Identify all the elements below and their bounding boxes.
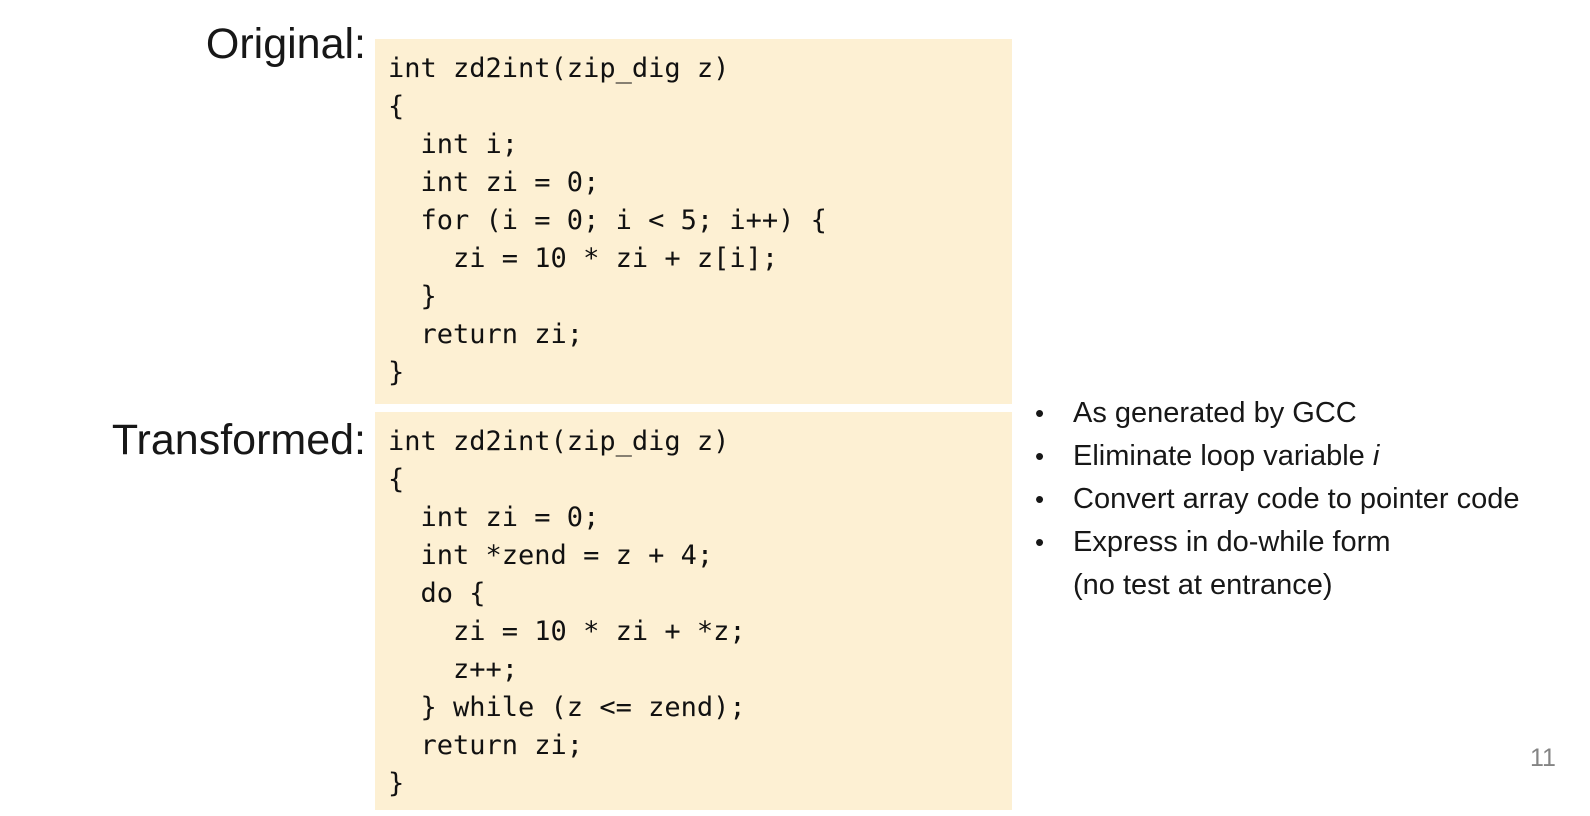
bullet-note: (no test at entrance) — [1073, 569, 1333, 601]
bullet-item-array-to-pointer: • Convert array code to pointer code — [1035, 478, 1580, 521]
original-code-block: int zd2int(zip_dig z) { int i; int zi = … — [375, 39, 1012, 404]
bullet-text: Express in do-while form — [1073, 526, 1391, 558]
bullet-icon: • — [1035, 484, 1045, 514]
bullet-icon: • — [1035, 398, 1045, 428]
bullet-icon: • — [1035, 527, 1045, 557]
bullet-item-eliminate-loop-var: • Eliminate loop variable i — [1035, 435, 1580, 478]
page-number: 11 — [1530, 744, 1556, 772]
transformed-code-block: int zd2int(zip_dig z) { int zi = 0; int … — [375, 412, 1012, 810]
annotation-bullet-list: • As generated by GCC • Eliminate loop v… — [1035, 392, 1580, 607]
bullet-text: Eliminate loop variable i — [1073, 440, 1380, 472]
bullet-icon: • — [1035, 441, 1045, 471]
bullet-text: As generated by GCC — [1073, 397, 1357, 429]
bullet-text: Convert array code to pointer code — [1073, 483, 1520, 515]
transformed-label: Transformed: — [111, 416, 366, 464]
original-label: Original: — [205, 20, 366, 68]
bullet-item-do-while: • Express in do-while form — [1035, 521, 1580, 564]
bullet-item-gcc: • As generated by GCC — [1035, 392, 1580, 435]
